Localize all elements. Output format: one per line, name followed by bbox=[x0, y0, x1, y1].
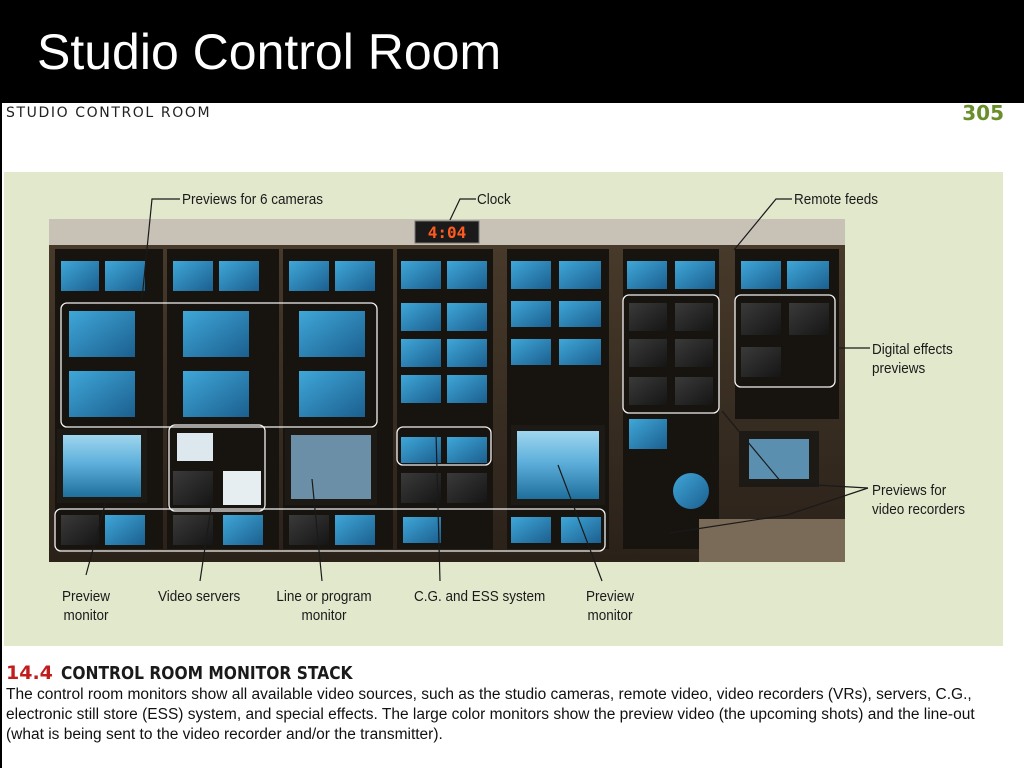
callout-line-program-monitor: Line or program monitor bbox=[270, 587, 378, 625]
slide-title-bar: Studio Control Room bbox=[0, 0, 1024, 103]
monitor-stack-illustration: 4:04 bbox=[49, 219, 845, 562]
callout-previews-cameras: Previews for 6 cameras bbox=[182, 191, 324, 208]
callout-line-program-line2: monitor bbox=[301, 607, 347, 624]
slide-title: Studio Control Room bbox=[37, 24, 502, 80]
callout-video-recorders-line2: video recorders bbox=[872, 501, 966, 518]
callout-preview-right-line1: Preview bbox=[585, 588, 635, 605]
running-head: STUDIO CONTROL ROOM bbox=[6, 105, 212, 121]
figure-title: CONTROL ROOM MONITOR STACK bbox=[60, 663, 353, 684]
callout-preview-monitor-right: Preview monitor bbox=[574, 587, 646, 625]
callout-remote-feeds: Remote feeds bbox=[794, 191, 879, 208]
callout-preview-right-line2: monitor bbox=[587, 607, 633, 624]
figure-caption: The control room monitors show all avail… bbox=[6, 686, 975, 743]
page-number: 305 bbox=[962, 101, 1004, 125]
callout-line-program-line1: Line or program bbox=[276, 588, 372, 605]
callout-preview-left-line1: Preview bbox=[61, 588, 111, 605]
callout-preview-monitor-left: Preview monitor bbox=[50, 587, 122, 625]
callout-video-recorders-line1: Previews for bbox=[872, 482, 947, 499]
monitor-stack-photo: 4:04 bbox=[49, 219, 845, 562]
callout-video-recorders: Previews for video recorders bbox=[872, 481, 965, 519]
figure-label: 14.4 CONTROL ROOM MONITOR STACK bbox=[6, 662, 400, 684]
callout-clock: Clock bbox=[477, 191, 511, 208]
clock-display: 4:04 bbox=[428, 223, 467, 242]
callout-video-servers: Video servers bbox=[158, 588, 241, 605]
callout-digital-effects: Digital effects previews bbox=[872, 340, 953, 378]
callout-digital-effects-line2: previews bbox=[872, 360, 926, 377]
callout-preview-left-line2: monitor bbox=[63, 607, 109, 624]
callout-cg-ess-system: C.G. and ESS system bbox=[414, 588, 546, 605]
book-page: STUDIO CONTROL ROOM 305 bbox=[2, 101, 1024, 768]
callout-digital-effects-line1: Digital effects bbox=[872, 341, 953, 358]
figure-number: 14.4 bbox=[6, 662, 53, 684]
